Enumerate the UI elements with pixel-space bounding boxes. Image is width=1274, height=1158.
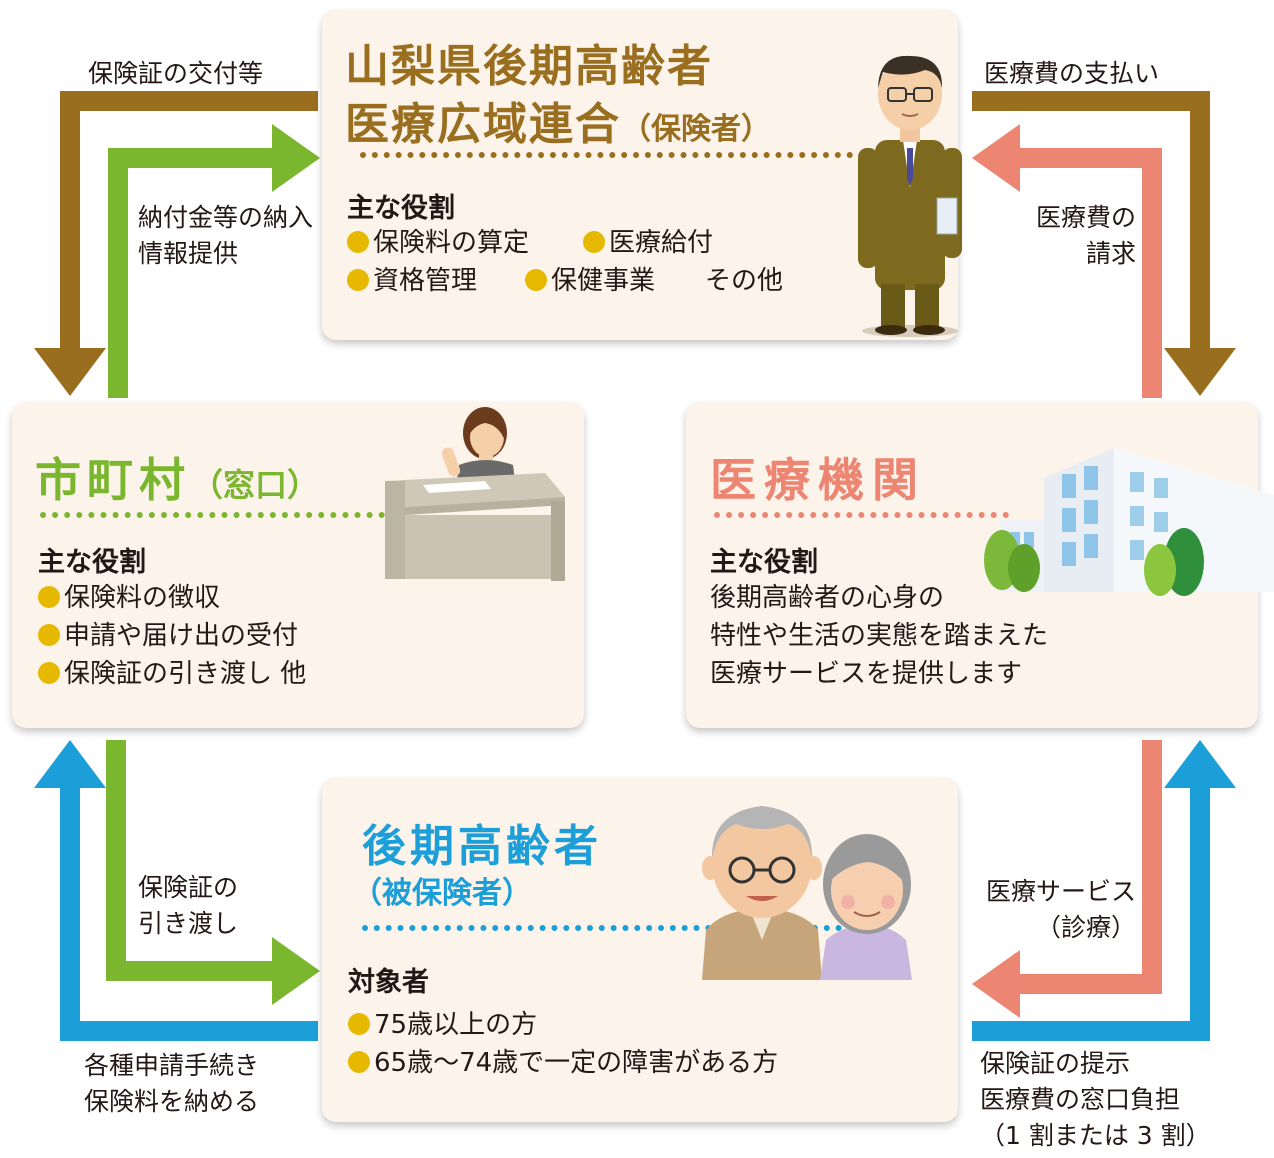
arrow-applications [60,784,318,1041]
clerk-desk-icon [385,407,565,581]
label-card-handover: 保険証の 引き渡し [138,873,239,938]
arrow-card-handover [106,740,276,981]
bullet-icon [348,1013,370,1035]
medical-role-heading: 主な役割 [710,547,818,578]
municipality-title: 市町村（窓口） [35,453,320,507]
arrow-issue-card [60,91,318,352]
union-role-item: 保険料の算定 [347,230,529,256]
elderly-title-suffix: （被保険者） [352,876,532,911]
medical-title: 医療機関 [710,453,926,507]
union-divider [360,152,865,158]
medical-desc-line: 特性や生活の実態を踏まえた [710,621,1049,651]
bullet-icon [347,231,369,253]
union-role-item: 保健事業 [525,268,655,294]
medical-desc-line: 医療サービスを提供します [710,659,1023,689]
union-box [322,10,958,340]
elderly-target-item: 65歳～74歳で一定の障害がある方 [348,1050,778,1076]
elderly-target-item: 75歳以上の方 [348,1012,537,1038]
union-role-item: 資格管理 [347,268,477,294]
arrow-applications-head [34,740,106,788]
hospital-building-icon [984,448,1274,596]
elderly-divider [362,925,842,931]
arrow-medical-service [1016,740,1162,994]
bullet-icon [583,231,605,253]
municipality-divider [40,512,385,518]
union-title-line2: 医療広域連合（保険者） [345,99,771,150]
arrow-card-handover-head [272,937,320,1005]
union-role-item: その他 [705,266,784,296]
label-payment-info: 納付金等の納入 情報提供 [138,203,314,268]
municipality-role-item: 保険証の引き渡し 他 [38,661,306,687]
medical-divider [714,512,1009,518]
bullet-icon [38,662,60,684]
bullet-icon [38,624,60,646]
municipality-role-heading: 主な役割 [38,547,146,578]
label-issue-card: 保険証の交付等 [88,59,264,88]
municipality-role-item: 保険料の徴収 [38,585,220,611]
union-role-item: 医療給付 [583,230,713,256]
arrow-payment-info-head [272,124,320,192]
arrow-issue-card-head [34,348,106,396]
elderly-title: 後期高齢者 [362,821,602,872]
arrow-card-present-head [1164,740,1236,788]
municipality-role-item: 申請や届け出の受付 [38,623,298,649]
label-medical-payment: 医療費の支払い [984,59,1160,88]
official-icon [858,55,962,337]
label-medical-service: 医療サービス （診療） [985,877,1136,942]
bullet-icon [347,269,369,291]
arrow-medical-service-head [972,950,1020,1018]
bullet-icon [38,586,60,608]
label-card-present: 保険証の提示 医療費の窓口負担 （1 割または 3 割） [980,1049,1211,1150]
label-applications: 各種申請手続き 保険料を納める [84,1051,260,1116]
arrow-card-present [972,784,1210,1041]
union-role-heading: 主な役割 [347,193,455,224]
arrow-medical-claim [1016,148,1162,398]
bullet-icon [348,1051,370,1073]
label-medical-claim: 医療費の 請求 [1035,203,1136,268]
arrow-medical-payment [972,91,1210,352]
arrow-medical-claim-head [972,124,1020,192]
bullet-icon [525,269,547,291]
arrow-payment-info [108,148,276,398]
arrow-medical-payment-head [1164,348,1236,396]
elderly-couple-icon [702,806,912,980]
elderly-target-heading: 対象者 [348,967,429,998]
medical-desc-line: 後期高齢者の心身の [710,583,945,613]
union-title-line1: 山梨県後期高齢者 [345,41,713,92]
